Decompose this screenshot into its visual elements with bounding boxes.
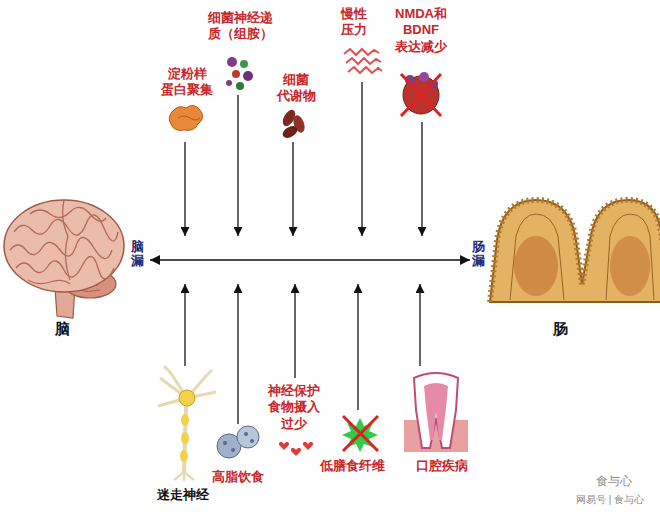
- leader-arrow: [419, 284, 420, 366]
- leader-arrow: [237, 284, 238, 424]
- stress-icon: [348, 67, 382, 73]
- neurotransmitter-icon: [240, 60, 248, 68]
- vagus-neuron-icon: [181, 432, 189, 444]
- brain-illustration: [14, 215, 118, 241]
- factor-label: 细菌神经递 质（组胺）: [208, 10, 273, 43]
- factor-label: 低膳食纤维: [320, 458, 385, 474]
- neurotransmitter-icon: [236, 82, 244, 90]
- fiber-icon: [343, 416, 378, 451]
- leader-arrow: [361, 82, 362, 236]
- tooth-icon: [424, 383, 448, 440]
- leader-arrow: [292, 142, 293, 236]
- neurotransmitter-icon: [232, 70, 240, 78]
- brain-illustration: [63, 200, 70, 280]
- stress-icon: [344, 49, 382, 73]
- vagus-neuron-icon: [180, 450, 188, 462]
- gut-illustration: [490, 200, 660, 302]
- receptor-icon: [401, 72, 441, 116]
- high-fat-icon: [231, 448, 235, 452]
- heart-icons: [291, 448, 301, 456]
- brain-illustration: [4, 200, 124, 292]
- amyloid-icon: [178, 116, 200, 120]
- fiber-icon: [342, 416, 378, 452]
- gut-illustration: [610, 236, 650, 296]
- factor-label: 高脂饮食: [212, 469, 264, 485]
- high-fat-icon: [244, 432, 248, 436]
- leader-arrow: [294, 284, 295, 378]
- factor-label: 细菌 代谢物: [277, 72, 316, 105]
- factor-label: 迷走神经: [157, 487, 209, 503]
- vagus-neuron-icon: [181, 414, 189, 426]
- leader-arrow: [184, 142, 185, 236]
- amyloid-icon: [169, 105, 202, 130]
- factor-label: 神经保护 食物摄入 过少: [268, 383, 320, 432]
- brain-illustration: [4, 200, 124, 318]
- gut-illustration: [490, 200, 660, 302]
- neurotransmitter-icon: [243, 71, 253, 81]
- high-fat-icon: [217, 426, 259, 458]
- neurotransmitter-icon: [226, 57, 253, 90]
- vagus-neuron-icon: [158, 366, 216, 481]
- brain-illustration: [28, 280, 70, 284]
- organ-label: 肠: [470, 320, 650, 338]
- watermark: 网易号 | 食与心: [576, 494, 644, 507]
- high-fat-icon: [250, 439, 254, 443]
- high-fat-icon: [223, 441, 227, 445]
- vagus-neuron-icon: [179, 390, 195, 406]
- tooth-icon: [404, 373, 468, 452]
- factor-label: 淀粉样 蛋白聚集: [161, 66, 213, 99]
- tooth-icon: [414, 373, 458, 448]
- gut-illustration: [510, 214, 564, 300]
- gut-illustration: [490, 200, 660, 302]
- factor-label: 慢性 压力: [341, 6, 367, 39]
- axis-end-label: 肠漏: [472, 240, 485, 269]
- leader-arrow: [237, 95, 238, 236]
- organ-node: 脑: [0, 190, 150, 342]
- gut-illustration: [514, 236, 558, 296]
- heart-icons: [303, 442, 313, 450]
- gut-illustration: [606, 214, 654, 300]
- leader-arrow: [184, 284, 185, 366]
- leader-arrow: [185, 82, 422, 424]
- brain-illustration: [30, 207, 106, 221]
- factor-label: NMDA和 BDNF 表达减少: [395, 6, 447, 55]
- watermark: 食与心: [596, 474, 632, 489]
- vagus-neuron-icon: [158, 366, 216, 406]
- axis-connector: [150, 259, 470, 261]
- heart-icons: [279, 442, 289, 450]
- heart-icons: [279, 442, 313, 456]
- brain-illustration: [16, 256, 114, 279]
- leader-arrow: [357, 284, 358, 410]
- brain-illustration: [10, 237, 112, 258]
- receptor-icon: [419, 72, 429, 82]
- tooth-icon: [404, 420, 468, 452]
- stress-icon: [344, 49, 379, 55]
- stress-icon: [346, 58, 381, 64]
- factor-label: 口腔疾病: [416, 458, 468, 474]
- organ-node: 肠: [470, 190, 660, 342]
- metabolite-icon: [280, 108, 307, 141]
- neurotransmitter-icon: [227, 57, 237, 67]
- receptor-icon: [401, 74, 441, 116]
- metabolite-icon: [281, 124, 300, 141]
- leader-arrow: [421, 122, 422, 236]
- organ-label: 脑: [0, 320, 125, 338]
- amyloid-icon: [169, 105, 202, 130]
- high-fat-icon: [237, 426, 259, 448]
- axis-end-label: 脑漏: [131, 240, 144, 269]
- vagus-neuron-icon: [174, 472, 194, 481]
- neurotransmitter-icon: [226, 80, 232, 86]
